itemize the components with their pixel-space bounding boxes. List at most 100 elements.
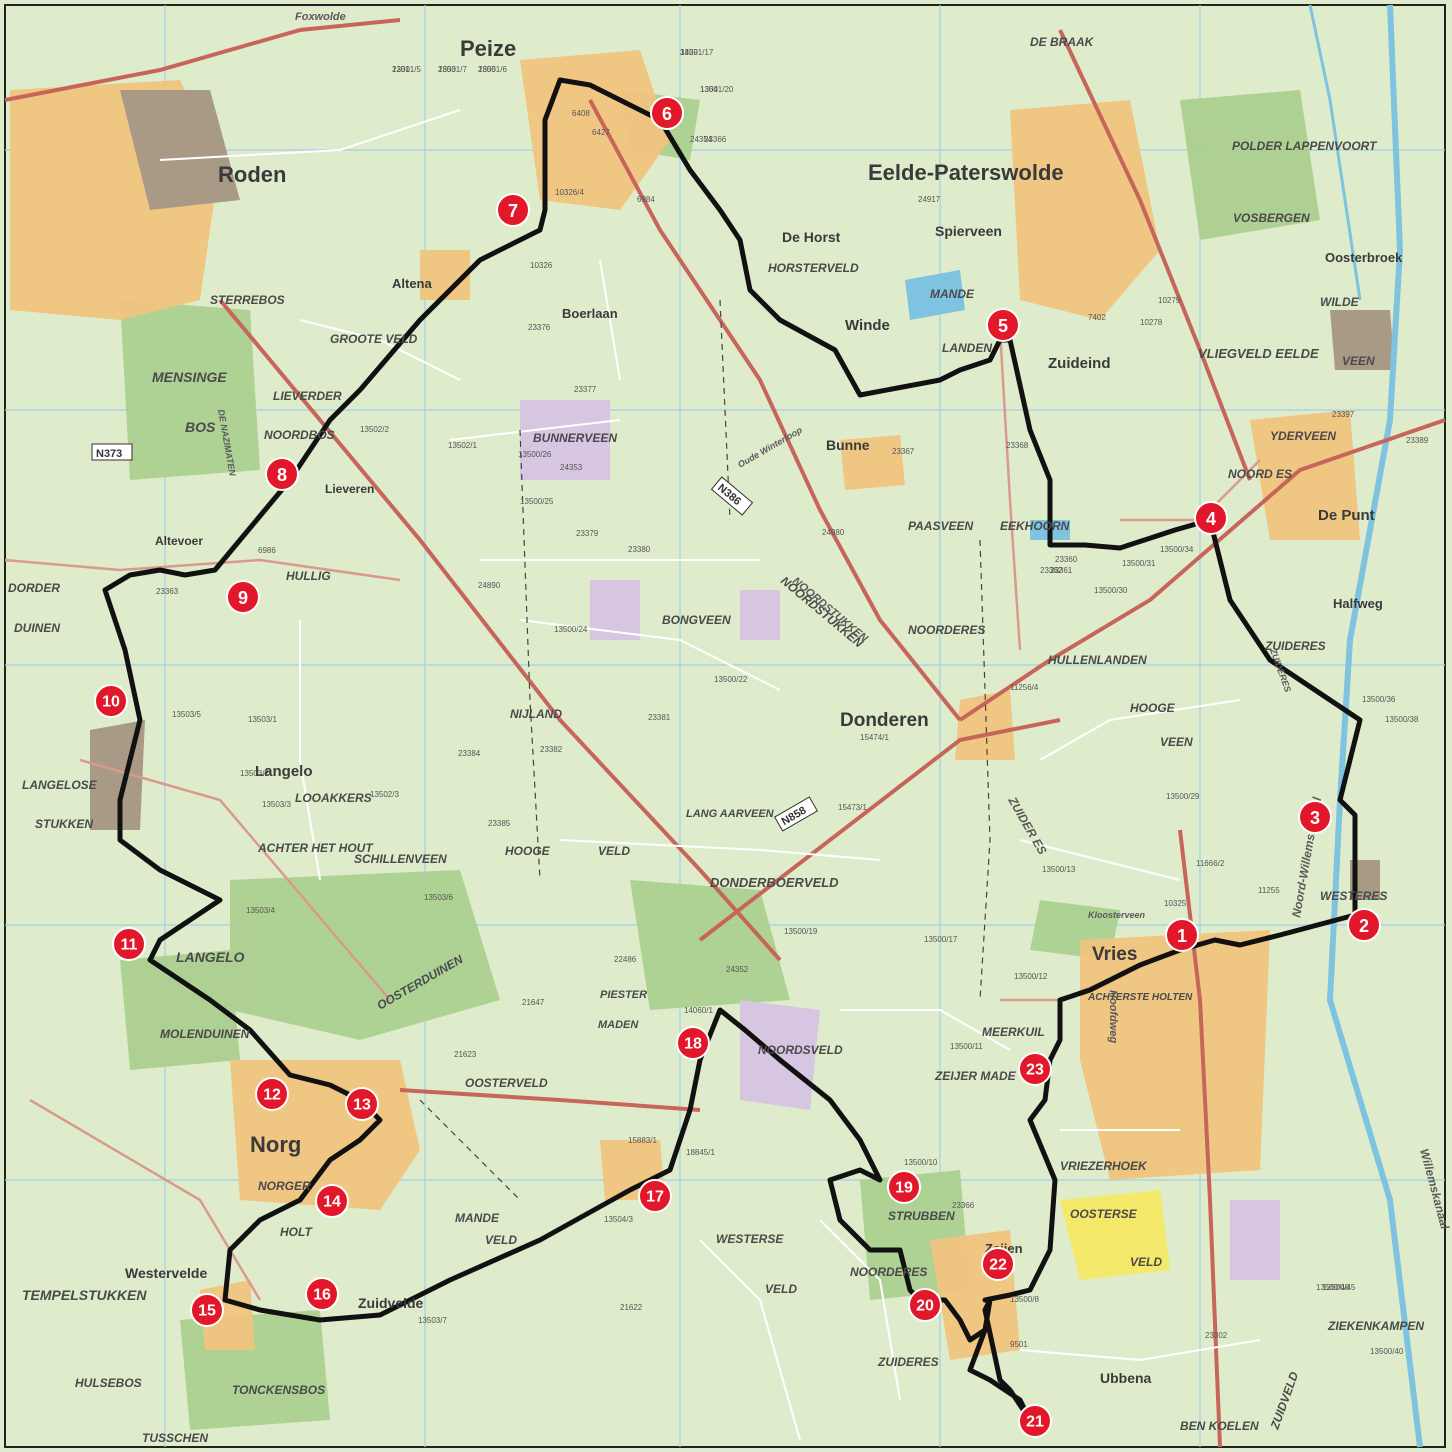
area-label: BEN KOELEN	[1180, 1419, 1259, 1433]
area-label: LANGELOSE	[22, 778, 98, 792]
code-label: 11256/4	[1010, 683, 1039, 692]
route-marker-number: 14	[323, 1194, 341, 1211]
route-marker-circle	[908, 1288, 942, 1322]
route-marker-circle	[986, 308, 1020, 342]
town-westervelde: Westervelde	[125, 1265, 207, 1281]
route-marker-15[interactable]: 15	[190, 1293, 224, 1327]
route-marker-20[interactable]: 20	[908, 1288, 942, 1322]
code-label: 13501/20	[700, 85, 734, 94]
area-label: HULSEBOS	[75, 1376, 142, 1390]
code-label: 15473/1	[838, 803, 867, 812]
area-label: DUINEN	[14, 621, 60, 635]
route-marker-13[interactable]: 13	[345, 1087, 379, 1121]
route-marker-1[interactable]: 1	[1165, 918, 1199, 952]
area-label: HOLT	[280, 1225, 313, 1239]
route-marker-18[interactable]: 18	[676, 1026, 710, 1060]
route-marker-14[interactable]: 14	[315, 1184, 349, 1218]
town-langelo: Langelo	[255, 763, 313, 780]
code-label: 24890	[478, 581, 501, 590]
area-label: PIESTER	[600, 989, 647, 1001]
route-marker-19[interactable]: 19	[887, 1170, 921, 1204]
area-label: VOSBERGEN	[1233, 211, 1310, 225]
code-label: 23377	[574, 385, 597, 394]
route-marker-number: 13	[353, 1097, 371, 1114]
route-marker-22[interactable]: 22	[981, 1247, 1015, 1281]
town-ubbena: Ubbena	[1100, 1370, 1152, 1386]
route-marker-5[interactable]: 5	[986, 308, 1020, 342]
area-label: VELD	[765, 1282, 797, 1296]
route-marker-circle	[887, 1170, 921, 1204]
code-label: 14060/1	[684, 1006, 713, 1015]
code-label: 13500/13	[1042, 865, 1076, 874]
route-marker-number: 7	[508, 201, 518, 221]
code-label: 10326	[530, 261, 553, 270]
town-zuidvelde: Zuidvelde	[358, 1295, 424, 1311]
area-label: LOOAKKERS	[295, 791, 372, 805]
route-marker-23[interactable]: 23	[1018, 1052, 1052, 1086]
street-label: Hoofdweg	[1107, 990, 1119, 1043]
area-label: HORSTERVELD	[768, 261, 859, 275]
route-marker-21[interactable]: 21	[1018, 1404, 1052, 1438]
route-marker-9[interactable]: 9	[226, 580, 260, 614]
code-label: 13500/34	[1160, 545, 1194, 554]
route-marker-number: 5	[998, 316, 1008, 336]
route-marker-number: 23	[1026, 1062, 1044, 1079]
town-halfweg: Halfweg	[1333, 596, 1383, 611]
code-label: 9501	[1010, 1340, 1028, 1349]
route-marker-17[interactable]: 17	[638, 1179, 672, 1213]
code-label: 23389	[1406, 436, 1429, 445]
code-label: 13503/7	[418, 1316, 447, 1325]
route-marker-12[interactable]: 12	[255, 1077, 289, 1111]
area-label: VELD	[485, 1233, 517, 1247]
town-zuideind: Zuideind	[1048, 355, 1111, 372]
route-marker-6[interactable]: 6	[650, 96, 684, 130]
code-label: 23366	[952, 1201, 975, 1210]
area-label: LANDEN	[942, 341, 992, 355]
town-spierveen: Spierveen	[935, 223, 1002, 239]
route-marker-4[interactable]: 4	[1194, 501, 1228, 535]
route-marker-3[interactable]: 3	[1298, 800, 1332, 834]
code-label: 13500/11	[950, 1042, 983, 1051]
route-marker-number: 6	[662, 104, 672, 124]
route-marker-circle	[265, 457, 299, 491]
area-label: ACHTER HET HOUT	[257, 841, 374, 855]
code-label: 7402	[1088, 313, 1106, 322]
route-marker-number: 19	[895, 1180, 913, 1197]
route-marker-circle	[112, 927, 146, 961]
code-label: 23360	[1055, 555, 1078, 564]
route-marker-11[interactable]: 11	[112, 927, 146, 961]
town-eelde: Eelde-Paterswolde	[868, 160, 1064, 185]
code-label: 13500/38	[1385, 715, 1419, 724]
area-label: NOORDERES	[850, 1265, 927, 1279]
code-label: 13503/1	[248, 715, 277, 724]
code-label: 23381	[648, 713, 671, 722]
code-label: 13503/6	[424, 893, 453, 902]
code-label: 23380	[628, 545, 651, 554]
code-label: 24352	[726, 965, 749, 974]
canal	[1326, 4, 1423, 1448]
route-marker-circle	[981, 1247, 1015, 1281]
code-label: 10279	[1158, 296, 1181, 305]
route-marker-number: 11	[121, 937, 138, 954]
area-label: HOOGE	[1130, 701, 1176, 715]
heath-areas	[520, 400, 1280, 1280]
route-marker-16[interactable]: 16	[305, 1277, 339, 1311]
route-marker-10[interactable]: 10	[94, 684, 128, 718]
route-marker-2[interactable]: 2	[1347, 908, 1381, 942]
area-label: TUSSCHEN	[142, 1431, 208, 1445]
canal-2	[1308, 4, 1362, 301]
area-label: LANGELO	[176, 949, 245, 965]
route-marker-8[interactable]: 8	[265, 457, 299, 491]
code-label: 6408	[572, 109, 590, 118]
route-marker-number: 21	[1026, 1414, 1044, 1431]
code-label: 13502/1	[448, 441, 477, 450]
code-label: 23366	[704, 135, 727, 144]
code-label: 10278	[1140, 318, 1163, 327]
area-label: WESTERSE	[716, 1232, 784, 1246]
route-marker-7[interactable]: 7	[496, 193, 530, 227]
code-label: 13501/17	[680, 48, 714, 57]
route-marker-circle	[1018, 1404, 1052, 1438]
town-norg: Norg	[250, 1132, 301, 1157]
